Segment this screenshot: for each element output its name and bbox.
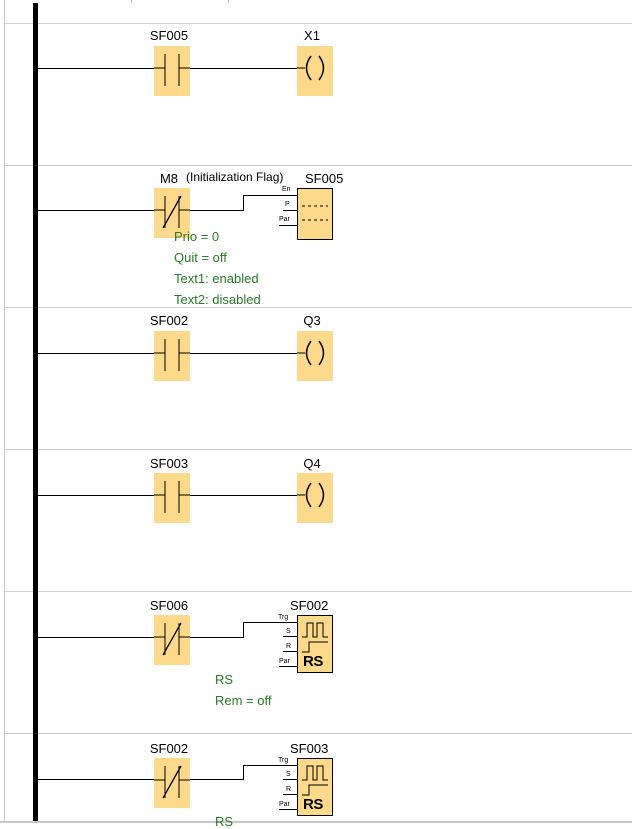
pin-label: S bbox=[286, 771, 291, 778]
contact-no-icon[interactable] bbox=[154, 331, 190, 381]
pin-line bbox=[283, 794, 297, 795]
pin-line bbox=[283, 210, 297, 211]
rung-separator bbox=[4, 591, 632, 592]
pin-label: En bbox=[282, 186, 291, 193]
block-param: Text2: disabled bbox=[174, 292, 261, 307]
coil-label: Q4 bbox=[303, 456, 321, 471]
coil-icon[interactable] bbox=[297, 46, 333, 96]
block-param: Prio = 0 bbox=[174, 229, 220, 244]
coil-icon[interactable] bbox=[297, 473, 333, 523]
wire bbox=[190, 495, 297, 496]
pin-label: Trg bbox=[278, 757, 289, 764]
pin-line bbox=[283, 636, 297, 637]
pin-label: S bbox=[286, 628, 291, 635]
wire bbox=[243, 195, 283, 196]
pin-line bbox=[279, 225, 297, 226]
pin-label: P bbox=[285, 201, 290, 208]
flag-annotation: (Initialization Flag) bbox=[185, 170, 285, 184]
wire bbox=[243, 765, 297, 766]
pin-label: Par bbox=[279, 216, 290, 223]
block-param: Rem = off bbox=[215, 693, 272, 708]
wire bbox=[190, 68, 297, 69]
element-fill-overlap bbox=[174, 229, 186, 238]
pin-line bbox=[279, 195, 297, 196]
contact-label: SF006 bbox=[149, 598, 189, 613]
coil-icon[interactable] bbox=[297, 331, 333, 381]
block-symbol: RS bbox=[303, 796, 323, 813]
contact-nc-icon[interactable] bbox=[154, 615, 190, 665]
wire bbox=[243, 195, 244, 211]
pin-line bbox=[279, 666, 297, 667]
coil-label: X1 bbox=[304, 28, 320, 43]
contact-label: SF005 bbox=[149, 28, 189, 43]
tab[interactable] bbox=[228, 0, 309, 3]
contact-nc-icon[interactable] bbox=[154, 188, 190, 238]
contact-label: SF002 bbox=[149, 313, 189, 328]
rung-separator bbox=[4, 165, 632, 166]
rs-latch-block[interactable]: RS bbox=[297, 758, 333, 816]
pin-line bbox=[283, 651, 297, 652]
function-block-label: SF005 bbox=[305, 171, 344, 186]
contact-label: SF002 bbox=[149, 741, 189, 756]
coil-label: Q3 bbox=[303, 313, 321, 328]
function-block-label: SF002 bbox=[290, 598, 329, 613]
block-param: RS bbox=[215, 672, 234, 687]
wire bbox=[190, 210, 243, 211]
pin-label: Par bbox=[279, 658, 290, 665]
pin-label: R bbox=[286, 643, 292, 650]
contact-label: SF003 bbox=[149, 456, 189, 471]
wire bbox=[190, 637, 243, 638]
wire bbox=[38, 353, 154, 354]
block-param: RS bbox=[215, 814, 234, 829]
wire bbox=[190, 353, 297, 354]
editor-left-border bbox=[4, 0, 5, 823]
pin-line bbox=[279, 809, 297, 810]
contact-label: M8 bbox=[159, 171, 179, 186]
pin-label: Trg bbox=[278, 614, 289, 621]
wire bbox=[38, 495, 154, 496]
wire bbox=[190, 779, 243, 780]
rung-separator bbox=[4, 733, 632, 734]
wire bbox=[38, 68, 154, 69]
pin-label: R bbox=[286, 786, 292, 793]
function-block-label: SF003 bbox=[290, 741, 329, 756]
contact-nc-icon[interactable] bbox=[154, 758, 190, 808]
rung-separator bbox=[4, 307, 632, 308]
wire bbox=[38, 779, 154, 780]
pin-line bbox=[283, 779, 297, 780]
block-param: Text1: enabled bbox=[174, 271, 259, 286]
block-symbol: RS bbox=[303, 653, 323, 670]
pin-label: Par bbox=[279, 801, 290, 808]
contact-no-icon[interactable] bbox=[154, 473, 190, 523]
rs-latch-block[interactable]: RS bbox=[297, 615, 333, 673]
contact-no-icon[interactable] bbox=[154, 46, 190, 96]
tab[interactable] bbox=[131, 0, 229, 3]
wire bbox=[38, 637, 154, 638]
editor-bottom-edge bbox=[0, 821, 632, 823]
rung-separator bbox=[4, 23, 632, 24]
wire bbox=[38, 210, 154, 211]
wire bbox=[243, 622, 244, 638]
tab-strip bbox=[0, 0, 632, 3]
rung-separator bbox=[4, 449, 632, 450]
power-rail bbox=[33, 3, 38, 821]
block-param: Quit = off bbox=[174, 250, 227, 265]
message-text-block[interactable] bbox=[297, 188, 333, 240]
wire bbox=[243, 622, 297, 623]
wire bbox=[243, 765, 244, 780]
